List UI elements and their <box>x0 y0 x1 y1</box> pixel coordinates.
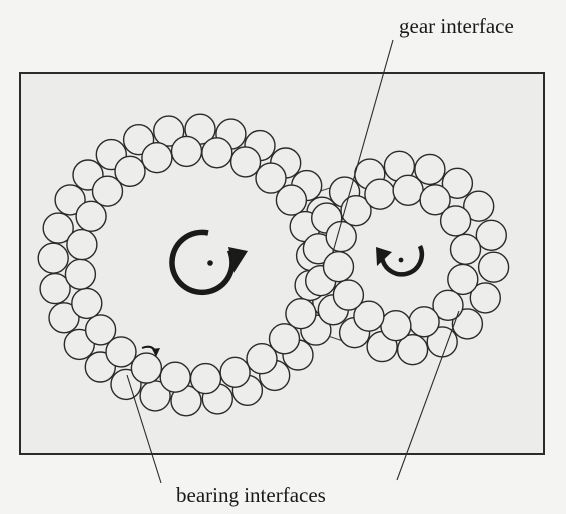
large-gear-inner-ball <box>75 200 107 233</box>
small-gear-inner-ball <box>392 174 424 207</box>
small-gear-inner-ball <box>419 184 451 216</box>
small-gear-outer-ball <box>451 308 484 340</box>
large-gear-inner-ball <box>275 184 308 216</box>
small-gear-inner-ball <box>408 306 440 338</box>
large-gear-outer-ball <box>42 212 74 244</box>
large-gear-outer-ball <box>152 115 185 147</box>
large-gear-inner-ball <box>84 314 117 346</box>
small-gear-outer-ball <box>396 334 429 366</box>
large-gear-inner-ball <box>255 162 287 194</box>
small-gear-outer-ball <box>475 219 507 252</box>
small-gear-outer-ball <box>441 167 474 200</box>
small-gear-outer-ball <box>477 251 510 283</box>
bearing-leader-left <box>126 374 162 484</box>
small-gear-inner-balls <box>322 174 482 342</box>
large-gear-inner-ball <box>159 361 191 393</box>
large-gear-outer-ball <box>37 242 69 274</box>
large-gear-inner-ball <box>219 356 251 388</box>
small-gear-inner-ball <box>340 194 372 227</box>
small-gear-inner-ball <box>325 220 357 253</box>
small-gear-hub <box>398 257 404 263</box>
bearing-rotation-marker <box>141 345 160 357</box>
large-gear-inner-ball <box>246 343 278 375</box>
small-gear-outer-balls <box>302 150 510 366</box>
small-gear-inner-ball <box>449 233 482 266</box>
large-gear-inner-ball <box>229 146 262 178</box>
small-gear-inner-ball <box>353 300 385 332</box>
small-gear-inner-ball <box>439 205 472 237</box>
large-gear-inner-ball <box>141 141 173 174</box>
small-gear-inner-ball <box>380 310 412 342</box>
large-gear-inner-ball <box>268 323 301 355</box>
large-gear-inner-ball <box>170 135 203 168</box>
large-gear-inner-ball <box>91 175 124 207</box>
large-gear-inner-ball <box>64 258 97 290</box>
large-gear-rotation-arrow <box>169 229 248 296</box>
large-gear-outer-ball <box>48 302 80 334</box>
large-gear-inner-ball <box>105 336 137 368</box>
small-gear-rotation-arrow <box>376 245 425 277</box>
small-gear-inner-ball <box>447 263 479 296</box>
small-gear-inner-ball <box>432 289 464 321</box>
housing-frame <box>19 72 545 455</box>
small-gear-outer-ball <box>463 190 495 222</box>
small-gear-inner-ball <box>364 178 396 210</box>
small-gear-outer-ball <box>469 282 501 314</box>
large-gear-inner-ball <box>285 298 317 330</box>
large-gear-inner-ball <box>71 287 103 320</box>
large-gear-outer-ball <box>54 184 86 216</box>
large-gear-inner-ball <box>189 362 222 395</box>
gear-interface-leader <box>332 39 394 253</box>
large-gear-inner-ball <box>201 137 233 169</box>
large-gear-hub <box>207 260 213 266</box>
gear-interface-label: gear interface <box>399 14 514 38</box>
small-gear-inner-ball <box>322 251 355 283</box>
bearing-interfaces-label: bearing interfaces <box>176 483 326 507</box>
large-gear-inner-ball <box>130 352 163 384</box>
large-gear-inner-ball <box>66 228 98 261</box>
large-gear-inner-ball <box>114 155 146 188</box>
small-gear-outer-ball <box>414 153 446 186</box>
bearing-leader-right <box>396 310 460 481</box>
small-gear-inner-ball <box>332 279 365 311</box>
